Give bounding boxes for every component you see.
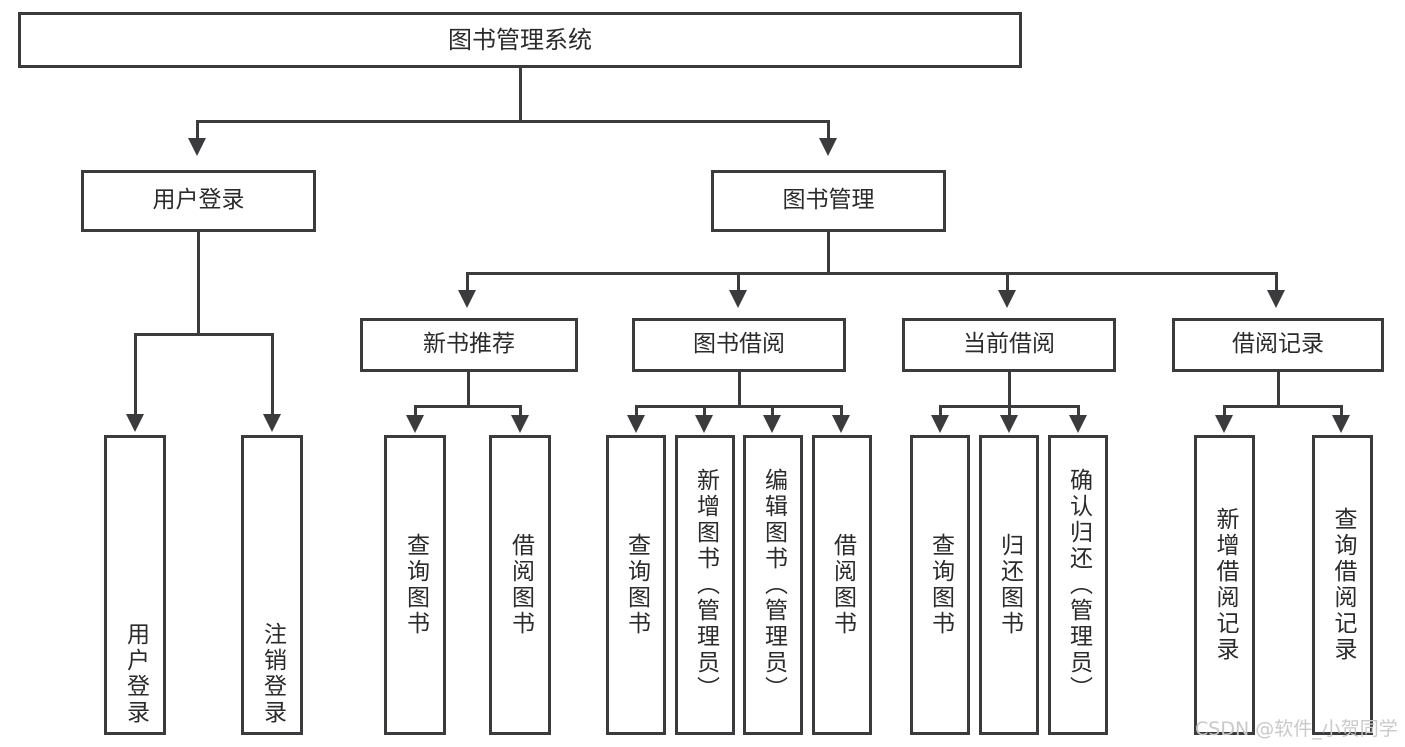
connector-root-stem: [519, 68, 522, 120]
node-label: 借阅记录: [1232, 331, 1324, 358]
connector-bb-stem: [738, 372, 741, 405]
node-label: 图书管理: [782, 187, 875, 214]
node-label: 借阅图书: [829, 533, 856, 637]
connector-br-bus: [1223, 405, 1343, 408]
arrow-nbr-to-leaf-2: [511, 415, 529, 433]
node-label: 确认归还（管理员）: [1065, 468, 1092, 702]
connector-user-login-to-leaf-2: [271, 333, 274, 417]
leaf-return-book[interactable]: 归还图书: [979, 435, 1039, 735]
arrow-bb-to-leaf-3: [763, 415, 781, 433]
node-label: 注销登录: [259, 622, 286, 726]
connector-root-to-book-management: [827, 120, 830, 142]
node-label: 归还图书: [996, 533, 1023, 637]
node-label: 查询图书: [402, 533, 429, 637]
leaf-add-borrow-record[interactable]: 新增借阅记录: [1194, 435, 1255, 735]
connector-bb-to-leaf-1: [635, 405, 638, 418]
node-label: 新增借阅记录: [1212, 507, 1238, 663]
csdn-watermark: CSDN @软件_小贺同学: [1195, 718, 1398, 740]
arrow-cb-to-leaf-1: [931, 415, 949, 433]
arrow-user-login-to-leaf-2: [263, 414, 281, 432]
connector-bm-to-book-borrow: [737, 272, 740, 294]
arrow-root-to-book-management: [819, 138, 837, 156]
node-label: 图书管理系统: [448, 25, 592, 54]
node-root-book-management-system[interactable]: 图书管理系统: [18, 12, 1022, 68]
node-user-login[interactable]: 用户登录: [81, 170, 316, 232]
connector-bb-to-leaf-3: [771, 405, 774, 418]
connector-nbr-bus: [414, 405, 522, 408]
connector-br-stem: [1277, 372, 1280, 405]
connector-cb-to-leaf-3: [1077, 405, 1080, 418]
node-book-management[interactable]: 图书管理: [711, 170, 946, 232]
node-label: 用户登录: [152, 187, 245, 214]
arrow-bb-to-leaf-1: [627, 415, 645, 433]
connector-user-login-stem: [197, 232, 200, 333]
arrow-cb-to-leaf-3: [1069, 415, 1087, 433]
node-label: 新书推荐: [423, 331, 515, 358]
node-label: 编辑图书（管理员）: [760, 468, 787, 702]
node-label: 当前借阅: [963, 331, 1055, 358]
node-label: 图书借阅: [693, 331, 785, 358]
connector-cb-stem: [1008, 372, 1011, 405]
connector-bm-to-borrow-record: [1275, 272, 1278, 294]
leaf-borrow-book-bb[interactable]: 借阅图书: [812, 435, 872, 735]
leaf-borrow-book-nbr[interactable]: 借阅图书: [489, 435, 551, 735]
leaf-edit-book-admin[interactable]: 编辑图书（管理员）: [743, 435, 803, 735]
connector-nbr-to-leaf-2: [519, 405, 522, 418]
arrow-bm-to-borrow-record: [1267, 290, 1285, 308]
leaf-query-book-bb[interactable]: 查询图书: [606, 435, 666, 735]
node-label: 用户登录: [122, 622, 149, 726]
connector-root-to-user-login: [196, 120, 199, 142]
node-label: 新增图书（管理员）: [692, 468, 719, 702]
arrow-bb-to-leaf-2: [695, 415, 713, 433]
node-book-borrow[interactable]: 图书借阅: [632, 318, 846, 372]
leaf-confirm-return-admin[interactable]: 确认归还（管理员）: [1048, 435, 1108, 735]
arrow-root-to-user-login: [188, 138, 206, 156]
node-label: 查询图书: [623, 533, 650, 637]
arrow-nbr-to-leaf-1: [406, 415, 424, 433]
arrow-bm-to-book-borrow: [729, 290, 747, 308]
arrow-bm-to-new-book-recommend: [458, 290, 476, 308]
connector-bm-to-new-book-recommend: [466, 272, 469, 294]
connector-nbr-to-leaf-1: [414, 405, 417, 418]
connector-bm-to-current-borrow: [1006, 272, 1009, 294]
node-borrow-record[interactable]: 借阅记录: [1172, 318, 1384, 372]
arrow-br-to-leaf-1: [1215, 415, 1233, 433]
leaf-user-login[interactable]: 用户登录: [104, 435, 166, 735]
arrow-user-login-to-leaf-1: [126, 414, 144, 432]
leaf-query-book-nbr[interactable]: 查询图书: [384, 435, 446, 735]
connector-book-management-stem: [827, 232, 830, 272]
leaf-query-book-cb[interactable]: 查询图书: [910, 435, 970, 735]
arrow-cb-to-leaf-2: [1000, 415, 1018, 433]
node-label: 借阅图书: [507, 533, 534, 637]
node-current-borrow[interactable]: 当前借阅: [902, 318, 1116, 372]
connector-bb-to-leaf-4: [840, 405, 843, 418]
connector-nbr-stem: [467, 372, 470, 405]
arrow-bb-to-leaf-4: [832, 415, 850, 433]
arrow-br-to-leaf-2: [1332, 415, 1350, 433]
leaf-add-book-admin[interactable]: 新增图书（管理员）: [675, 435, 735, 735]
connector-user-login-bus: [134, 333, 274, 336]
connector-bb-to-leaf-2: [703, 405, 706, 418]
connector-book-management-bus: [466, 272, 1278, 275]
connector-bb-bus: [635, 405, 843, 408]
connector-br-to-leaf-1: [1223, 405, 1226, 418]
connector-root-bus: [196, 120, 830, 123]
leaf-query-borrow-record[interactable]: 查询借阅记录: [1312, 435, 1373, 735]
leaf-logout[interactable]: 注销登录: [241, 435, 303, 735]
connector-cb-to-leaf-2: [1008, 405, 1011, 418]
node-label: 查询图书: [927, 533, 954, 637]
connector-br-to-leaf-2: [1340, 405, 1343, 418]
node-label: 查询借阅记录: [1330, 507, 1356, 663]
arrow-bm-to-current-borrow: [998, 290, 1016, 308]
node-new-book-recommend[interactable]: 新书推荐: [360, 318, 578, 372]
connector-user-login-to-leaf-1: [134, 333, 137, 417]
connector-cb-to-leaf-1: [939, 405, 942, 418]
